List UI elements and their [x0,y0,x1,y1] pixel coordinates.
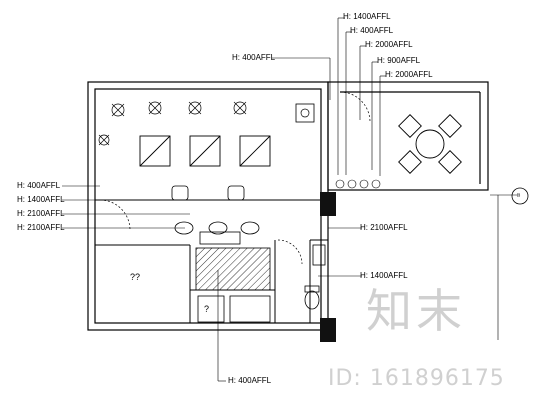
label-right-2: H: 1400AFFL [360,271,408,280]
leader-lines [62,17,520,382]
label-top-3: H: 2000AFFL [365,40,413,49]
label-top-1: H: 1400AFFL [343,12,391,21]
label-top-2: H: 400AFFL [350,26,394,35]
round-stools [171,185,245,201]
potted-plants [98,101,247,146]
lower-cabinets [197,295,271,323]
shower-fixture [312,244,326,266]
structural-columns [320,192,336,342]
window-frames [139,135,271,167]
label-right-1: H: 2100AFFL [360,223,408,232]
room-label-a: ?? [130,272,141,282]
toilet [304,285,320,310]
door-swings [99,91,371,265]
label-left-2: H: 1400AFFL [17,195,65,204]
label-top-left: H: 400AFFL [232,53,276,62]
section-marker-label: B [517,193,521,199]
label-bottom: H: 400AFFL [228,376,272,385]
hatched-storage [195,247,271,291]
vanity-sinks [174,221,260,245]
wall-fixture [295,103,315,123]
section-marker-icon [511,187,529,205]
dining-set [398,114,462,174]
watermark-logo: 知末 [366,284,466,338]
counter-plants [335,179,381,189]
label-left-4: H: 2100AFFL [17,223,65,232]
label-left-3: H: 2100AFFL [17,209,65,218]
room-label-b: ? [204,304,210,314]
label-top-5: H: 2000AFFL [385,70,433,79]
label-top-4: H: 900AFFL [377,56,421,65]
watermark-id: ID: 161896175 [328,366,505,391]
label-left-1: H: 400AFFL [17,181,61,190]
